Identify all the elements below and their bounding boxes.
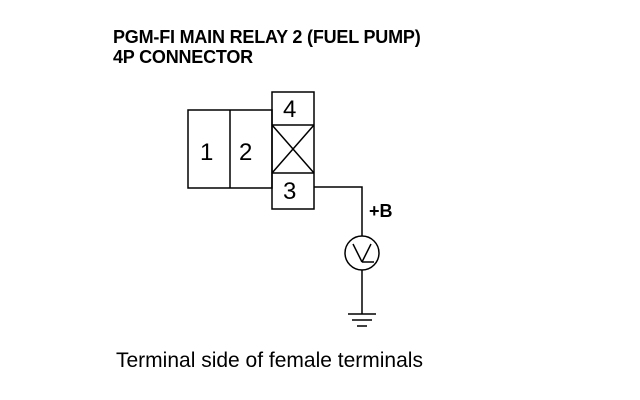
pin-label-2: 2 (239, 139, 252, 166)
voltmeter-icon (344, 235, 380, 271)
diagram-title-line-1: PGM-FI MAIN RELAY 2 (FUEL PUMP) (113, 27, 421, 47)
pin-label-4: 4 (283, 96, 296, 123)
diagram-title-line-2: 4P CONNECTOR (113, 47, 253, 67)
pin-label-1: 1 (200, 139, 213, 166)
test-lead-wire (314, 186, 363, 236)
connector-body-right (271, 91, 315, 210)
diagram-caption: Terminal side of female terminals (116, 349, 423, 372)
pin-label-3: 3 (283, 178, 296, 205)
supply-label: +B (369, 201, 393, 221)
ground-icon (348, 313, 376, 327)
